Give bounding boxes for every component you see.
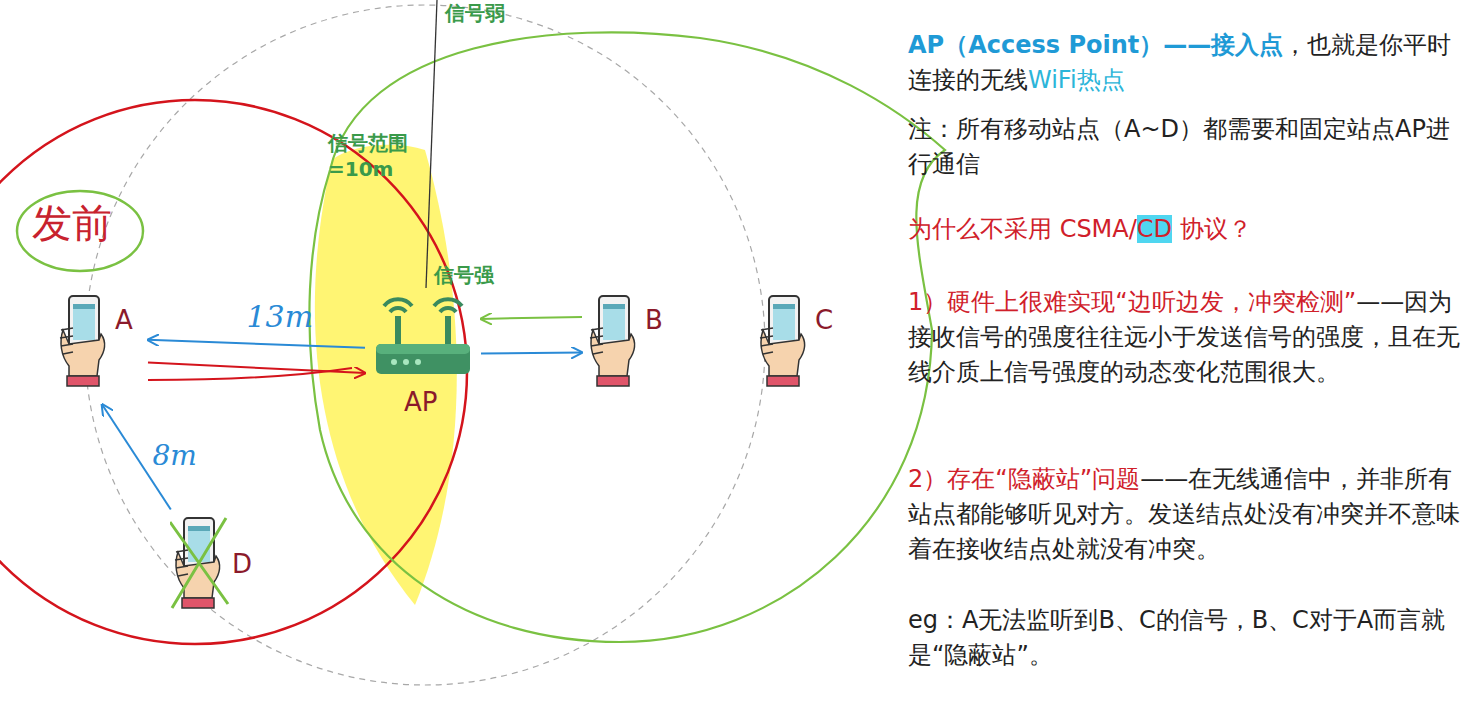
phone-icon — [755, 290, 815, 390]
note-text: eg：A无法监听到B、C的信号，B、C对于A而言就是“隐蔽站”。 — [908, 606, 1445, 669]
note-text: 1）硬件上很难实现“边听边发，冲突检测” — [908, 288, 1356, 316]
node-label: AP — [404, 388, 437, 418]
phone-icon — [585, 290, 645, 390]
node-label: B — [645, 306, 663, 336]
node-label: 发前 — [32, 200, 112, 246]
station-phone: B — [585, 290, 675, 402]
highlight — [315, 145, 457, 605]
station-phone: C — [755, 290, 845, 402]
note-text: 2）存在“隐蔽站”问题 — [908, 465, 1140, 493]
red-stroke — [148, 368, 352, 380]
note-paragraph: 注：所有移动站点（A~D）都需要和固定站点AP进行通信 — [908, 112, 1468, 182]
note-paragraph: 2）存在“隐蔽站”问题——在无线通信中，并非所有站点都能够听见对方。发送结点处没… — [908, 462, 1468, 567]
signal-arrow — [148, 362, 365, 373]
range-dashed-circle — [85, 5, 765, 685]
note-circle: 发前 — [14, 188, 146, 274]
note-text: 注：所有移动站点（A~D）都需要和固定站点AP进行通信 — [908, 115, 1450, 178]
distance-label: 13m — [245, 300, 316, 333]
node-label: A — [115, 306, 133, 336]
signal-arrow — [148, 340, 365, 348]
diagram-label: 信号弱 — [443, 0, 507, 26]
note-text: CD — [1137, 215, 1172, 243]
leader-line — [426, 0, 437, 288]
signal-arrow — [481, 317, 582, 319]
router-icon — [368, 296, 478, 378]
diagram-label: 信号范围 =10m — [326, 130, 422, 182]
phone-icon — [55, 290, 115, 390]
note-text: WiFi热点 — [1028, 66, 1125, 94]
station-phone: D — [170, 512, 262, 624]
note-paragraph: eg：A无法监听到B、C的信号，B、C对于A而言就是“隐蔽站”。 — [908, 603, 1468, 673]
signal-arrow — [481, 352, 582, 355]
note-text: AP（Access Point）——接入点 — [908, 31, 1283, 59]
node-label: D — [232, 550, 252, 580]
phone-icon — [170, 512, 230, 612]
station-phone: A — [55, 290, 145, 402]
green-range-circle — [309, 32, 945, 642]
distance-label: 8m — [150, 441, 198, 472]
note-paragraph: 1）硬件上很难实现“边听边发，冲突检测”——因为接收信号的强度往往远小于发送信号… — [908, 285, 1468, 390]
note-text: 协议？ — [1180, 215, 1252, 243]
access-point: AP — [368, 296, 478, 424]
note-paragraph: AP（Access Point）——接入点，也就是你平时连接的无线WiFi热点 — [908, 28, 1468, 98]
diagram-label: 信号强 — [432, 262, 496, 288]
note-text: 为什么不采用 CSMA/ — [908, 215, 1137, 243]
node-label: C — [815, 306, 833, 336]
note-paragraph: 为什么不采用 CSMA/CD 协议？ — [908, 212, 1468, 247]
